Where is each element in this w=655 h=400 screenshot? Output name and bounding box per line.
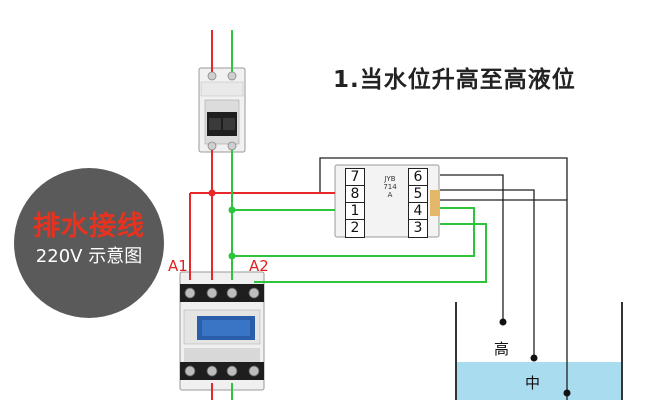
- terminal-label-a2: A2: [249, 257, 269, 275]
- terminal-label-a1: A1: [168, 257, 188, 275]
- junction-dot: [208, 189, 216, 197]
- probe-dot-low: [563, 389, 571, 397]
- probe-wire-high: [440, 174, 504, 322]
- relay-terminal: 3: [408, 219, 428, 238]
- page-title: 1.当水位升高至高液位: [333, 67, 576, 93]
- probe-wire-mid: [440, 189, 535, 358]
- probe-dot-mid: [530, 354, 538, 362]
- tank-wall: [455, 302, 623, 400]
- badge-subtitle: 220V 示意图: [35, 246, 143, 267]
- contactor: [179, 271, 265, 391]
- water-level: [456, 362, 622, 400]
- relay-terminal: 8: [345, 185, 365, 204]
- probe-wire-top: [319, 157, 568, 200]
- level-label-mid: 中: [525, 374, 541, 392]
- circuit-breaker: [198, 67, 246, 153]
- level-label-high: 高: [494, 340, 510, 358]
- probe-dot-high: [499, 318, 507, 326]
- relay-terminal: 6: [408, 168, 428, 187]
- junction-dot: [228, 252, 236, 260]
- junction-dot: [228, 206, 236, 214]
- badge-title: 排水接线: [33, 211, 145, 242]
- relay-model: JYB714A: [383, 175, 397, 199]
- diagram-badge: 排水接线 220V 示意图: [14, 168, 164, 318]
- relay-terminal: 2: [345, 219, 365, 238]
